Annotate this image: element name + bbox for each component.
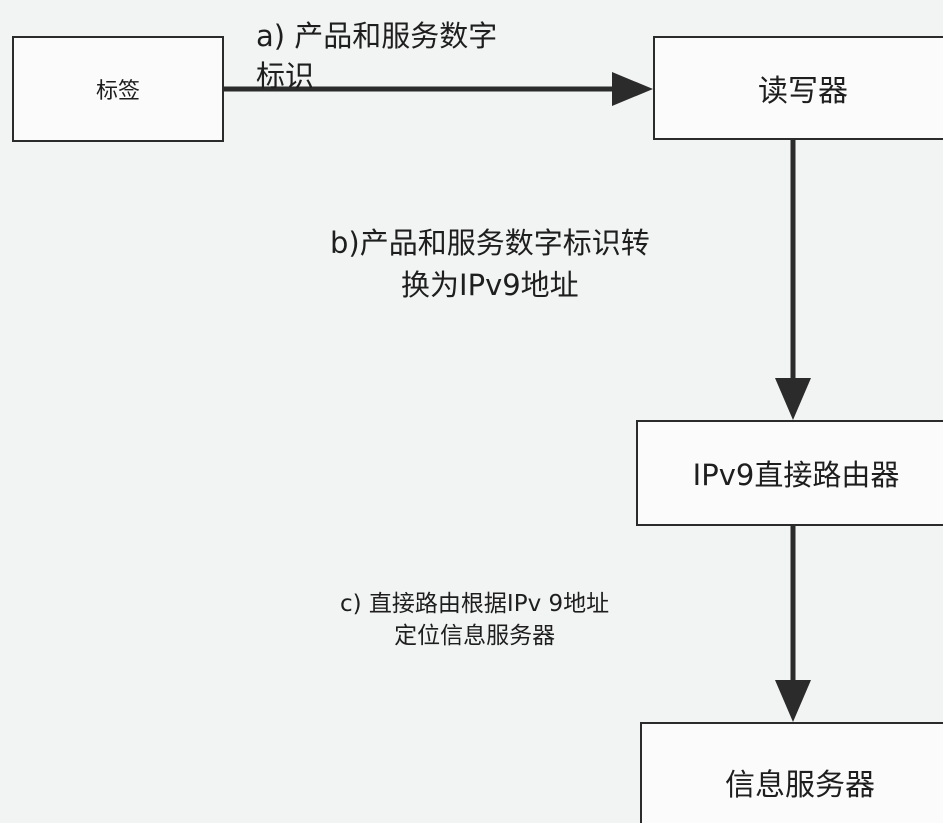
node-tag: 标签 — [12, 36, 224, 142]
edge-label-a: a) 产品和服务数字 标识 — [256, 16, 497, 96]
node-tag-label: 标签 — [95, 79, 140, 104]
edge-label-c-line2: 定位信息服务器 — [394, 623, 556, 649]
node-server: 信息服务器 — [640, 722, 943, 823]
arrow-router-to-server-head — [775, 680, 811, 722]
node-reader-label: 读写器 — [758, 74, 848, 109]
edge-label-c-line1: c) 直接路由根据IPv 9地址 — [340, 591, 610, 617]
arrow-reader-to-router-head — [775, 378, 811, 420]
node-router: IPv9直接路由器 — [636, 420, 943, 526]
edge-label-a-line2: 标识 — [256, 59, 315, 93]
edge-label-b-line2: 换为IPv9地址 — [401, 268, 579, 302]
edge-label-c: c) 直接路由根据IPv 9地址 定位信息服务器 — [340, 588, 609, 652]
arrow-tag-to-reader-head — [612, 72, 653, 106]
node-router-label: IPv9直接路由器 — [692, 458, 900, 492]
edge-label-b-line1: b)产品和服务数字标识转 — [330, 226, 650, 260]
edge-label-b: b)产品和服务数字标识转 换为IPv9地址 — [330, 222, 650, 306]
node-reader: 读写器 — [653, 36, 943, 140]
node-server-label: 信息服务器 — [725, 768, 875, 803]
edge-label-a-line1: a) 产品和服务数字 — [256, 19, 498, 53]
